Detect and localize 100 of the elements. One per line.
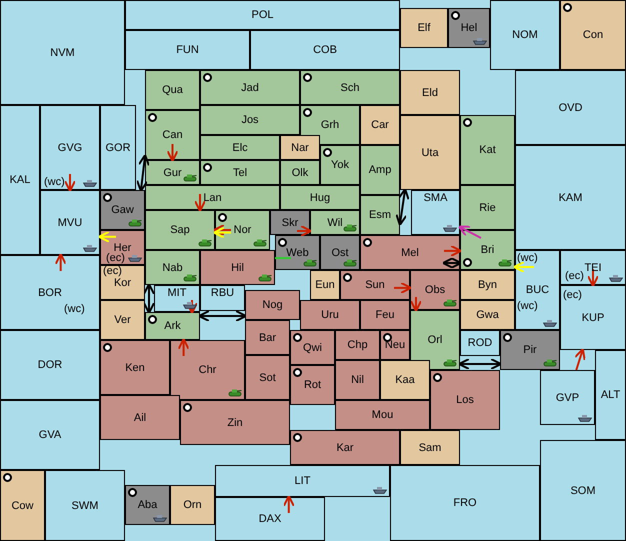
region-name: Amp xyxy=(368,164,392,176)
region-name: Rot xyxy=(304,379,322,391)
region-name: Nab xyxy=(162,262,183,274)
region-name: Hel xyxy=(460,22,478,34)
land-region xyxy=(245,355,290,400)
region-name: Gwa xyxy=(476,309,499,321)
region-name: GVG xyxy=(58,142,82,154)
region-name: Can xyxy=(162,129,183,141)
region-name: Elf xyxy=(418,22,430,34)
coast-label: (ec) xyxy=(563,289,582,301)
region-name: TEI xyxy=(584,262,602,274)
sea-region xyxy=(411,190,460,235)
land-region xyxy=(310,210,360,235)
region-name: Hil xyxy=(231,262,244,274)
land-region xyxy=(145,160,200,185)
sea-region xyxy=(540,370,595,425)
region-name: SWM xyxy=(72,500,98,512)
sea-region xyxy=(154,285,200,312)
land-region xyxy=(125,485,170,525)
land-region xyxy=(100,300,145,340)
land-region xyxy=(410,310,460,370)
region-name: BOR xyxy=(38,286,62,298)
sea-region xyxy=(560,285,626,350)
land-region xyxy=(400,8,448,48)
land-region xyxy=(360,235,460,270)
sea-region xyxy=(390,465,540,541)
sea-region xyxy=(460,330,500,356)
region-name: KUP xyxy=(582,312,604,324)
region-name: DAX xyxy=(258,513,282,525)
land-region xyxy=(340,270,410,300)
land-region xyxy=(380,330,410,360)
land-region xyxy=(360,105,400,145)
sea-region xyxy=(515,250,560,330)
land-region xyxy=(335,360,380,400)
region-name: KAM xyxy=(558,192,582,204)
region-name: Aba xyxy=(138,499,158,511)
region-name: Qua xyxy=(162,84,183,96)
sea-region xyxy=(40,190,100,255)
land-region xyxy=(448,8,490,48)
region-name: Chr xyxy=(198,364,216,376)
region-name: GVA xyxy=(38,429,62,441)
region-name: MIT xyxy=(168,287,186,299)
region-name: KAL xyxy=(10,174,30,186)
order-arrow xyxy=(282,495,295,513)
order-arrow xyxy=(444,244,462,257)
land-region xyxy=(300,70,400,105)
region-name: Bri xyxy=(480,244,494,256)
region-name: Sot xyxy=(259,372,276,384)
region-name: Bar xyxy=(258,332,276,344)
order-arrow xyxy=(143,283,155,314)
land-region xyxy=(270,210,310,235)
region-name: Orn xyxy=(183,499,202,511)
sea-region xyxy=(595,350,626,440)
region-name: Mou xyxy=(372,409,394,421)
order-arrow xyxy=(394,282,412,294)
land-region xyxy=(200,70,300,105)
sea-region xyxy=(125,30,250,70)
sea-region xyxy=(0,105,40,255)
coast-label: (wc) xyxy=(44,176,65,188)
region-name: Yok xyxy=(331,159,349,171)
region-name: Ver xyxy=(114,314,131,326)
region-name: Ark xyxy=(164,320,181,332)
coast-label: (wc) xyxy=(64,303,85,315)
region-name: Ken xyxy=(125,362,145,374)
land-region xyxy=(460,300,515,330)
land-region xyxy=(460,185,515,230)
land-region xyxy=(215,210,270,250)
region-name: Hug xyxy=(310,192,330,204)
region-name: Eld xyxy=(422,86,438,98)
order-arrow xyxy=(587,269,599,287)
region-name: POL xyxy=(251,9,274,21)
order-arrow xyxy=(186,300,198,314)
land-region xyxy=(280,135,320,160)
region-name: Ost xyxy=(331,246,349,258)
land-region xyxy=(380,360,430,400)
land-region xyxy=(400,430,460,465)
coast-label: (ec) xyxy=(565,270,584,282)
sea-region xyxy=(490,0,560,70)
sea-region xyxy=(0,255,100,330)
land-region xyxy=(500,330,560,370)
coast-label: (wc) xyxy=(517,252,538,264)
land-region xyxy=(290,365,335,405)
sea-region xyxy=(515,145,626,250)
land-region xyxy=(280,185,360,210)
region-name: Chp xyxy=(347,339,368,351)
order-arrow xyxy=(513,261,534,273)
land-region xyxy=(300,105,360,145)
region-name: COB xyxy=(313,44,337,56)
land-region xyxy=(300,300,360,330)
region-name: FUN xyxy=(176,44,199,56)
land-region xyxy=(245,290,300,320)
region-name: Con xyxy=(582,29,604,41)
land-region xyxy=(145,210,215,250)
region-name: Sun xyxy=(365,279,385,291)
region-name: Elc xyxy=(232,142,248,154)
order-arrow xyxy=(395,188,410,226)
coast-label: (wc) xyxy=(517,300,538,312)
land-region xyxy=(200,160,280,185)
region-name: Qwi xyxy=(303,342,322,354)
order-arrow xyxy=(54,253,67,271)
